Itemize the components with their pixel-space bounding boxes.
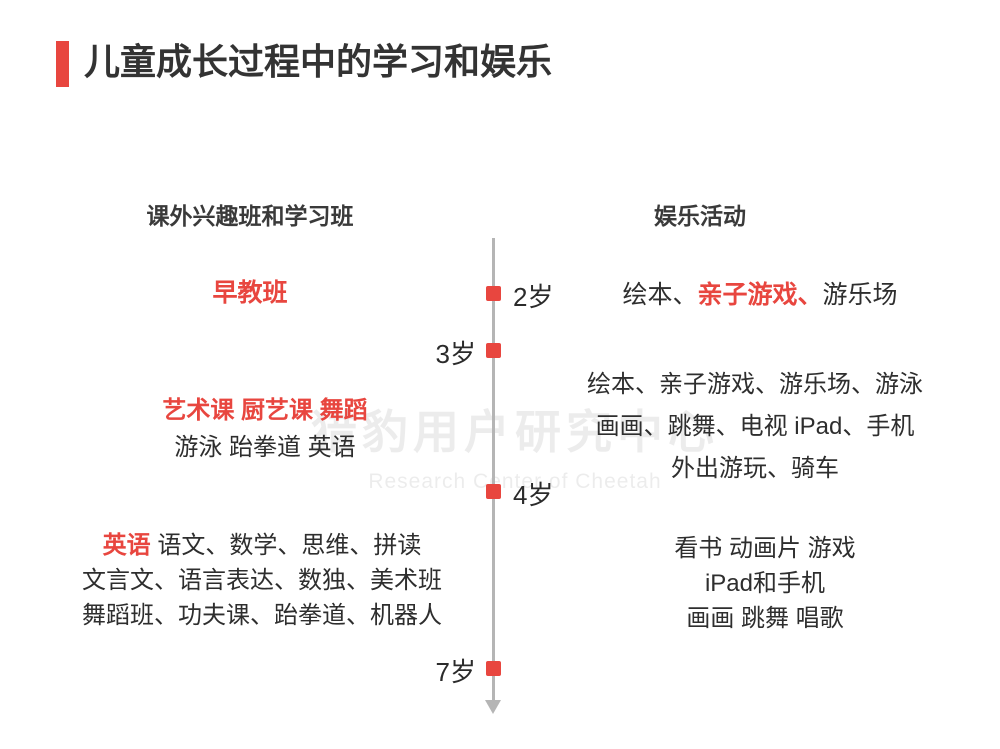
left-stage2-block: 艺术课 厨艺课 舞蹈 游泳 跆拳道 英语 xyxy=(95,392,435,466)
age-label-7: 7岁 xyxy=(435,657,476,687)
left-stage2-line1: 艺术课 厨艺课 舞蹈 xyxy=(162,397,368,424)
left-stage3-line1: 英语 语文、数学、思维、拼读 xyxy=(52,528,472,563)
title-accent-bar xyxy=(56,41,69,87)
right-stage2-line2: 画画、跳舞、电视 iPad、手机 xyxy=(595,413,915,440)
timeline-marker-age-4 xyxy=(486,484,501,499)
right-column-header: 娱乐活动 xyxy=(654,203,746,229)
age-label-2: 2岁 xyxy=(513,282,554,312)
right-stage1-seg2: 亲子游戏、 xyxy=(697,281,823,309)
right-stage2-line3: 外出游玩、骑车 xyxy=(671,455,839,482)
left-stage1-block: 早教班 xyxy=(110,275,390,311)
left-stage3-line2: 文言文、语言表达、数独、美术班 xyxy=(82,567,442,594)
right-stage3-block: 看书 动画片 游戏 iPad和手机 画画 跳舞 唱歌 xyxy=(590,531,940,636)
age-label-3: 3岁 xyxy=(435,339,476,369)
right-stage2-line1: 绘本、亲子游戏、游乐场、游泳 xyxy=(587,371,923,398)
right-stage2-block: 绘本、亲子游戏、游乐场、游泳 画画、跳舞、电视 iPad、手机 外出游玩、骑车 xyxy=(545,364,965,490)
left-stage3-line1-red: 英语 xyxy=(102,532,151,559)
timeline-arrow-icon xyxy=(485,700,501,714)
right-stage3-line1: 看书 动画片 游戏 xyxy=(674,535,856,562)
right-stage3-line3: 画画 跳舞 唱歌 xyxy=(686,605,844,632)
timeline-marker-age-3 xyxy=(486,343,501,358)
right-stage3-line2: iPad和手机 xyxy=(704,570,826,597)
right-stage1-seg3: 游乐场 xyxy=(822,281,898,309)
timeline-marker-age-7 xyxy=(486,661,501,676)
left-column-header: 课外兴趣班和学习班 xyxy=(146,203,354,229)
right-stage1-seg1: 绘本、 xyxy=(622,281,698,309)
left-stage2-line2: 游泳 跆拳道 英语 xyxy=(174,434,356,461)
left-stage3-line3: 舞蹈班、功夫课、跆拳道、机器人 xyxy=(82,602,442,629)
age-label-4: 4岁 xyxy=(513,480,554,510)
timeline-line xyxy=(492,238,495,702)
timeline-marker-age-2 xyxy=(486,286,501,301)
right-stage1-block: 绘本、亲子游戏、游乐场 xyxy=(560,277,960,313)
left-stage3-line1-rest: 语文、数学、思维、拼读 xyxy=(150,532,422,559)
page-title: 儿童成长过程中的学习和娱乐 xyxy=(84,41,553,82)
left-stage3-block: 英语 语文、数学、思维、拼读 文言文、语言表达、数独、美术班 舞蹈班、功夫课、跆… xyxy=(52,528,472,633)
left-stage1-text: 早教班 xyxy=(212,279,288,307)
